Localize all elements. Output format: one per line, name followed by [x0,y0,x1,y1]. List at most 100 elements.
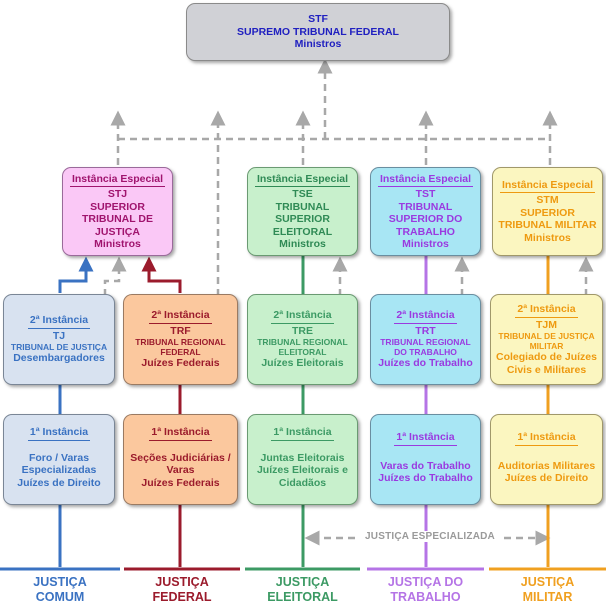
tre-code: TRE [292,324,313,337]
eleitoral-first-line-2: Juízes Eleitorais e [256,464,349,476]
tjm-name-1: TRIBUNAL DE JUSTIÇA [498,331,595,341]
eleitoral-first-line-1: Juntas Eleitorais [260,451,345,464]
federal-first-line-3: Juízes Federais [141,476,220,489]
justica-federal-label: JUSTIÇA FEDERAL [124,575,240,605]
stj-heading: Instância Especial [69,173,166,187]
stj-code: STJ [107,188,128,200]
justica-federal-line-2: FEDERAL [152,590,212,604]
tjm-members: Colegiado de Juízes Civis e Militares [496,351,597,376]
comum-first-box: 1ª Instância Foro / Varas Especializadas… [3,414,115,505]
justica-militar-line-2: MILITAR [522,590,573,604]
militar-first-line-2: Juízes de Direito [504,472,589,484]
justica-militar-line-1: JUSTIÇA [520,575,575,589]
tjm-code: TJM [536,318,557,331]
tst-code: TST [415,188,436,200]
federal-branch-line [141,256,182,293]
federal-first-heading: 1ª Instância [149,426,212,441]
stf-box: STF SUPREMO TRIBUNAL FEDERAL Ministros [186,3,450,61]
tjm-heading: 2ª Instância [515,303,578,318]
especializada-label: JUSTIÇA ESPECIALIZADA [360,531,500,542]
trt-box: 2ª Instância TRT TRIBUNAL REGIONAL DO TR… [370,294,481,385]
trt-name-1: TRIBUNAL REGIONAL [380,337,471,348]
trf-name-2: FEDERAL [160,347,201,358]
militar-first-heading: 1ª Instância [515,431,578,446]
justica-eleitoral-line-1: JUSTIÇA [275,575,330,589]
federal-first-line-1: Seções Judiciárias / [130,451,231,464]
stf-code: STF [308,13,328,26]
tst-name-1: TRIBUNAL [398,200,453,213]
stm-heading: Instância Especial [499,179,596,194]
stj-name-2: TRIBUNAL DE [82,213,153,225]
stj-name-3: JUSTIÇA [95,225,140,238]
federal-first-box: 1ª Instância Seções Judiciárias / Varas … [123,414,238,505]
comum-first-heading: 1ª Instância [27,426,91,441]
trf-box: 2ª Instância TRF TRIBUNAL REGIONAL FEDER… [123,294,238,385]
tst-members: Ministros [402,238,449,250]
justica-comum-label: JUSTIÇA COMUM [0,575,120,605]
tre-name-1: TRIBUNAL REGIONAL [257,337,348,348]
justica-militar-label: JUSTIÇA MILITAR [489,575,606,605]
tre-heading: 2ª Instância [271,309,334,324]
tj-heading: 2ª Instância [27,314,91,329]
tj-box: 2ª Instância TJ TRIBUNAL DE JUSTIÇA Dese… [3,294,115,385]
comum-first-line-1: Foro / Varas [28,451,90,464]
tj-members: Desembargadores [13,352,105,365]
comum-branch-line [58,256,94,293]
tj-name-1: TRIBUNAL DE JUSTIÇA [10,342,108,353]
justica-eleitoral-line-2: ELEITORAL [267,590,338,604]
tse-name-2: SUPERIOR [275,213,330,225]
stj-name-1: SUPERIOR [90,200,145,213]
tst-heading: Instância Especial [377,173,474,187]
trabalho-first-line-2: Juízes do Trabalho [378,472,473,484]
trt-name-2: DO TRABALHO [394,347,457,358]
trf-name-1: TRIBUNAL REGIONAL [135,337,226,348]
militar-first-line-1: Auditorias Militares [497,459,596,472]
stm-members: Ministros [524,231,571,244]
trt-code: TRT [415,324,436,337]
stm-name-2: TRIBUNAL MILITAR [498,219,597,232]
tse-members: Ministros [279,238,326,250]
trt-members: Juízes do Trabalho [378,357,473,370]
tre-members: Juízes Eleitorais [261,357,344,370]
stj-box: Instância Especial STJ SUPERIOR TRIBUNAL… [62,167,173,256]
stm-name-1: SUPERIOR [520,206,575,219]
eleitoral-first-box: 1ª Instância Juntas Eleitorais Juízes El… [247,414,358,505]
trf-code: TRF [170,324,191,337]
tre-name-2: ELEITORAL [278,347,327,358]
comum-first-line-2: Especializadas [21,464,97,476]
stj-members: Ministros [94,238,141,250]
tse-heading: Instância Especial [254,173,351,187]
justica-comum-line-2: COMUM [35,590,85,604]
federal-first-line-2: Varas [166,464,195,476]
trabalho-first-box: 1ª Instância Varas do Trabalho Juízes do… [370,414,481,505]
tjm-name-2: MILITAR [529,341,564,351]
militar-first-box: 1ª Instância Auditorias Militares Juízes… [490,414,603,505]
tj-code: TJ [52,329,66,342]
trabalho-first-heading: 1ª Instância [394,431,457,446]
stm-code: STM [536,194,559,207]
trabalho-first-line-1: Varas do Trabalho [380,459,471,472]
justica-federal-line-1: JUSTIÇA [155,575,209,589]
eleitoral-first-heading: 1ª Instância [271,426,334,441]
comum-first-line-3: Juízes de Direito [17,476,101,489]
tse-code: TSE [292,188,313,200]
tst-name-3: TRABALHO [396,225,455,238]
tre-box: 2ª Instância TRE TRIBUNAL REGIONAL ELEIT… [247,294,358,385]
tse-name-1: TRIBUNAL [275,200,330,213]
justica-trabalho-line-2: TRABALHO [390,590,461,604]
justica-comum-line-1: JUSTIÇA [33,575,87,589]
stf-name: SUPREMO TRIBUNAL FEDERAL [237,25,399,38]
stm-box: Instância Especial STM SUPERIOR TRIBUNAL… [492,167,603,256]
eleitoral-first-line-3: Cidadãos [278,476,327,489]
justica-trabalho-label: JUSTIÇA DO TRABALHO [367,575,484,605]
trt-heading: 2ª Instância [394,309,457,324]
tjm-box: 2ª Instância TJM TRIBUNAL DE JUSTIÇA MIL… [490,294,603,385]
stf-members: Ministros [294,38,342,51]
justica-eleitoral-label: JUSTIÇA ELEITORAL [245,575,360,605]
trf-members: Juízes Federais [141,357,220,370]
tst-box: Instância Especial TST TRIBUNAL SUPERIOR… [370,167,481,256]
tse-box: Instância Especial TSE TRIBUNAL SUPERIOR… [247,167,358,256]
justica-trabalho-line-1: JUSTIÇA DO [387,575,464,589]
appeal-tj-line [103,256,127,296]
